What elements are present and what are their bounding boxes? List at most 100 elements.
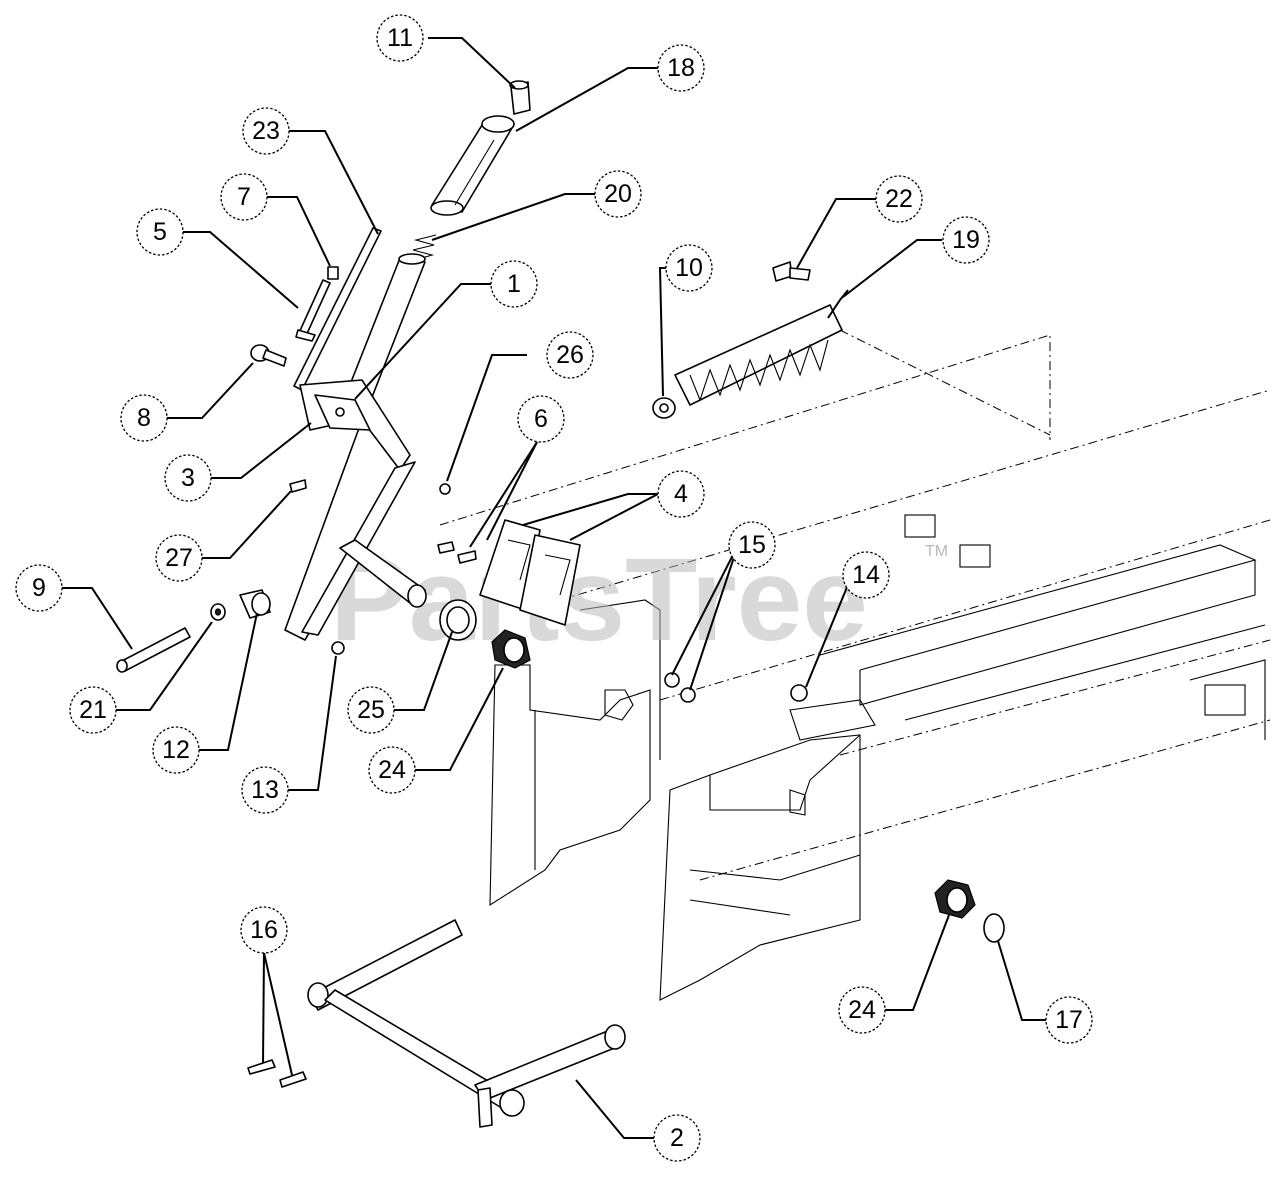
callout-1-label: 1 xyxy=(507,270,521,298)
callout-12-circle xyxy=(152,726,200,774)
callout-7[interactable]: 7 xyxy=(220,173,268,221)
callout-4-circle xyxy=(657,470,705,518)
callout-11-circle xyxy=(376,14,424,62)
callout-22[interactable]: 22 xyxy=(875,175,923,223)
callout-22-label: 22 xyxy=(885,185,913,213)
callout-8-label: 8 xyxy=(137,404,151,432)
callout-16-circle xyxy=(240,906,288,954)
callout-15-label: 15 xyxy=(738,531,766,559)
callout-5-label: 5 xyxy=(153,218,167,246)
callout-19-circle xyxy=(942,216,990,264)
callout-1[interactable]: 1 xyxy=(490,260,538,308)
callout-26-label: 26 xyxy=(556,341,584,369)
callout-17-circle xyxy=(1045,996,1093,1044)
callout-21[interactable]: 21 xyxy=(69,686,117,734)
callout-4-label: 4 xyxy=(674,480,688,508)
callout-13-circle xyxy=(241,766,289,814)
callout-7-label: 7 xyxy=(237,183,251,211)
part-9-pin xyxy=(116,627,191,673)
callout-9-label: 9 xyxy=(32,574,46,602)
callout-13[interactable]: 13 xyxy=(241,766,289,814)
callout-11[interactable]: 11 xyxy=(376,14,424,62)
part-25-bushing xyxy=(439,599,477,641)
callout-6-label: 6 xyxy=(534,405,548,433)
callout-24-right-circle xyxy=(838,986,886,1034)
callout-24-left[interactable]: 24 xyxy=(368,746,416,794)
callout-17-label: 17 xyxy=(1055,1006,1083,1034)
callout-7-circle xyxy=(220,173,268,221)
callout-26[interactable]: 26 xyxy=(546,331,594,379)
callout-22-circle xyxy=(875,175,923,223)
part-21-washer xyxy=(210,603,226,621)
part-12-bushing xyxy=(239,589,271,619)
callout-8[interactable]: 8 xyxy=(120,394,168,442)
callout-5-circle xyxy=(136,208,184,256)
callout-2[interactable]: 2 xyxy=(653,1114,701,1162)
part-14-nut xyxy=(790,684,808,702)
callout-25-circle xyxy=(347,686,395,734)
callout-9[interactable]: 9 xyxy=(15,564,63,612)
callout-10[interactable]: 10 xyxy=(665,244,713,292)
callout-13-label: 13 xyxy=(251,776,279,804)
callout-3[interactable]: 3 xyxy=(164,454,212,502)
callout-2-circle xyxy=(653,1114,701,1162)
callout-2-label: 2 xyxy=(670,1124,684,1152)
callout-18-circle xyxy=(657,44,705,92)
part-10-grommet xyxy=(652,397,676,419)
part-6-screws xyxy=(437,541,477,564)
callout-9-circle xyxy=(15,564,63,612)
callout-23[interactable]: 23 xyxy=(242,107,290,155)
callout-27-label: 27 xyxy=(165,544,193,572)
callout-10-circle xyxy=(665,244,713,292)
callout-12[interactable]: 12 xyxy=(152,726,200,774)
callout-1-circle xyxy=(490,260,538,308)
part-7-clip xyxy=(327,266,339,280)
callout-20-label: 20 xyxy=(604,180,632,208)
callout-19[interactable]: 19 xyxy=(942,216,990,264)
callout-8-circle xyxy=(120,394,168,442)
part-22-bolt xyxy=(772,261,811,282)
callout-17[interactable]: 17 xyxy=(1045,996,1093,1044)
callout-24-right-label: 24 xyxy=(848,996,876,1024)
callout-23-circle xyxy=(242,107,290,155)
callout-14-label: 14 xyxy=(852,561,880,589)
part-5-pin xyxy=(295,279,331,342)
part-4-plates xyxy=(479,519,581,626)
callout-21-label: 21 xyxy=(79,696,107,724)
callout-20[interactable]: 20 xyxy=(594,170,642,218)
part-18-grip xyxy=(430,115,515,216)
callout-27-circle xyxy=(155,534,203,582)
watermark-trademark: TM xyxy=(925,543,948,560)
part-17-ring xyxy=(983,913,1005,943)
callout-11-label: 11 xyxy=(387,24,413,52)
callout-24-right[interactable]: 24 xyxy=(838,986,886,1034)
part-19-spring xyxy=(674,289,849,406)
callout-14[interactable]: 14 xyxy=(842,551,890,599)
callout-23-label: 23 xyxy=(252,117,280,145)
callout-24-left-label: 24 xyxy=(378,756,406,784)
part-24-bearing-left xyxy=(491,629,531,669)
callout-14-circle xyxy=(842,551,890,599)
part-16-pins xyxy=(247,1059,307,1088)
callout-26-circle xyxy=(546,331,594,379)
callout-5[interactable]: 5 xyxy=(136,208,184,256)
callout-25[interactable]: 25 xyxy=(347,686,395,734)
callout-3-label: 3 xyxy=(181,464,195,492)
callout-18[interactable]: 18 xyxy=(657,44,705,92)
part-20-spring xyxy=(412,234,437,261)
callout-25-label: 25 xyxy=(357,696,385,724)
callout-4[interactable]: 4 xyxy=(657,470,705,518)
callout-3-circle xyxy=(164,454,212,502)
callout-27[interactable]: 27 xyxy=(155,534,203,582)
part-24-bearing-right xyxy=(934,879,976,919)
part-26-nut xyxy=(439,483,451,495)
callout-18-label: 18 xyxy=(667,54,695,82)
callout-6[interactable]: 6 xyxy=(517,395,565,443)
callout-15[interactable]: 15 xyxy=(728,521,776,569)
part-shapes xyxy=(116,80,1005,1128)
callout-24-left-circle xyxy=(368,746,416,794)
callout-16[interactable]: 16 xyxy=(240,906,288,954)
tractor-frame-outline xyxy=(439,329,1271,1001)
callout-20-circle xyxy=(594,170,642,218)
callout-12-label: 12 xyxy=(162,736,190,764)
